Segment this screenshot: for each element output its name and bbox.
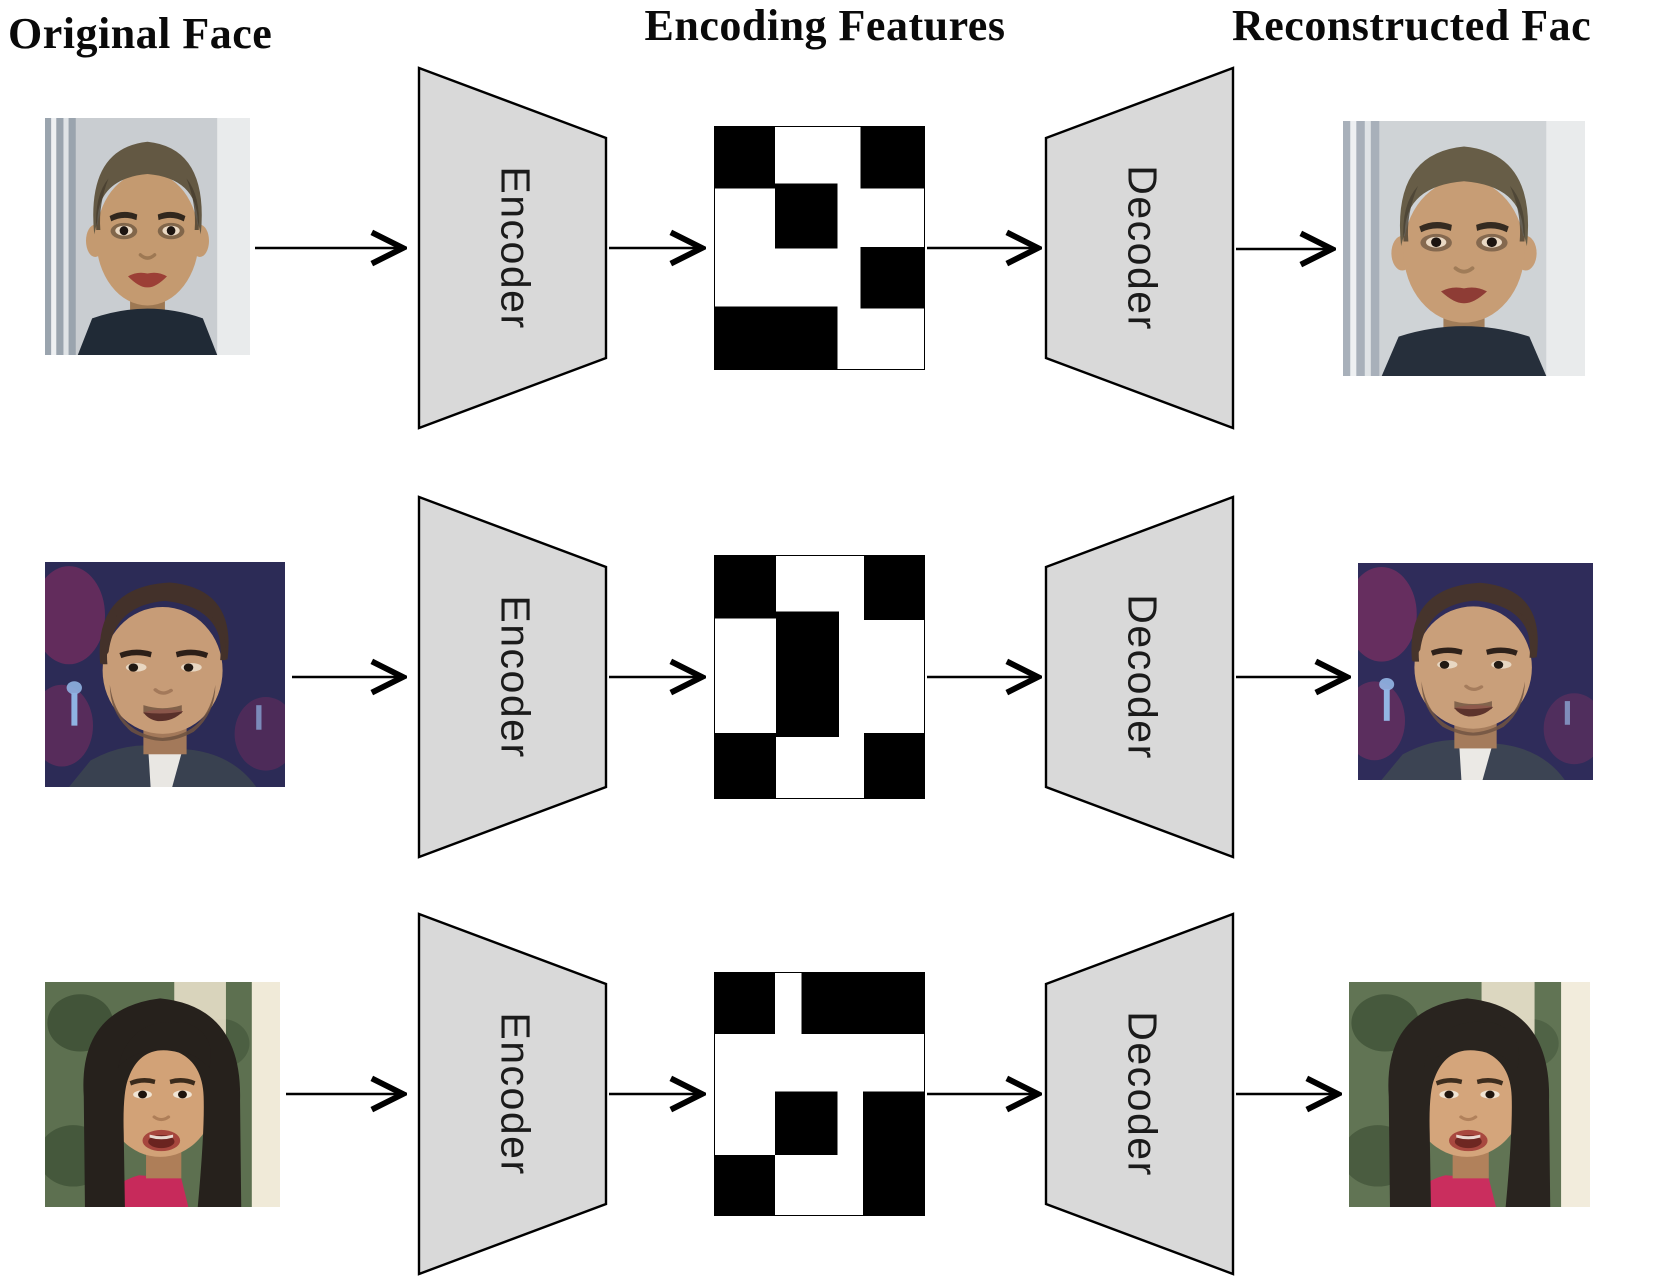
encoder-label: Encoder	[493, 1012, 539, 1175]
face-illustration	[45, 982, 280, 1207]
encoding-features-grid-row2	[714, 555, 925, 799]
encoder-label: Encoder	[493, 595, 539, 758]
decoder-label: Decoder	[1120, 165, 1166, 330]
reconstructed-face-photo-row3	[1349, 982, 1590, 1207]
original-face-photo-row1	[45, 118, 250, 355]
column-header-encoding-features: Encoding Features	[644, 1, 1006, 50]
feature-map	[714, 126, 925, 370]
decoder-block-row1: Decoder	[1044, 66, 1235, 430]
feature-map	[714, 972, 925, 1216]
reconstructed-face-photo-row1	[1343, 121, 1585, 376]
encoding-features-grid-row3	[714, 972, 925, 1216]
face-illustration	[1349, 982, 1590, 1207]
encoding-features-grid-row1	[714, 126, 925, 370]
column-header-original-face: Original Face	[8, 9, 273, 58]
decoder-label: Decoder	[1120, 594, 1166, 759]
encoder-block-row3: Encoder	[417, 912, 608, 1276]
encoder-block-row2: Encoder	[417, 495, 608, 859]
face-illustration	[45, 118, 250, 355]
column-header-reconstructed-face: Reconstructed Fac	[1232, 1, 1592, 50]
decoder-block-row3: Decoder	[1044, 912, 1235, 1276]
encoder-block-row1: Encoder	[417, 66, 608, 430]
face-illustration	[45, 562, 285, 787]
original-face-photo-row2	[45, 562, 285, 787]
reconstructed-face-photo-row2	[1358, 563, 1593, 780]
face-illustration	[1343, 121, 1585, 376]
decoder-label: Decoder	[1120, 1011, 1166, 1176]
face-illustration	[1358, 563, 1593, 780]
feature-map	[714, 555, 925, 799]
original-face-photo-row3	[45, 982, 280, 1207]
decoder-block-row2: Decoder	[1044, 495, 1235, 859]
encoder-label: Encoder	[493, 166, 539, 329]
